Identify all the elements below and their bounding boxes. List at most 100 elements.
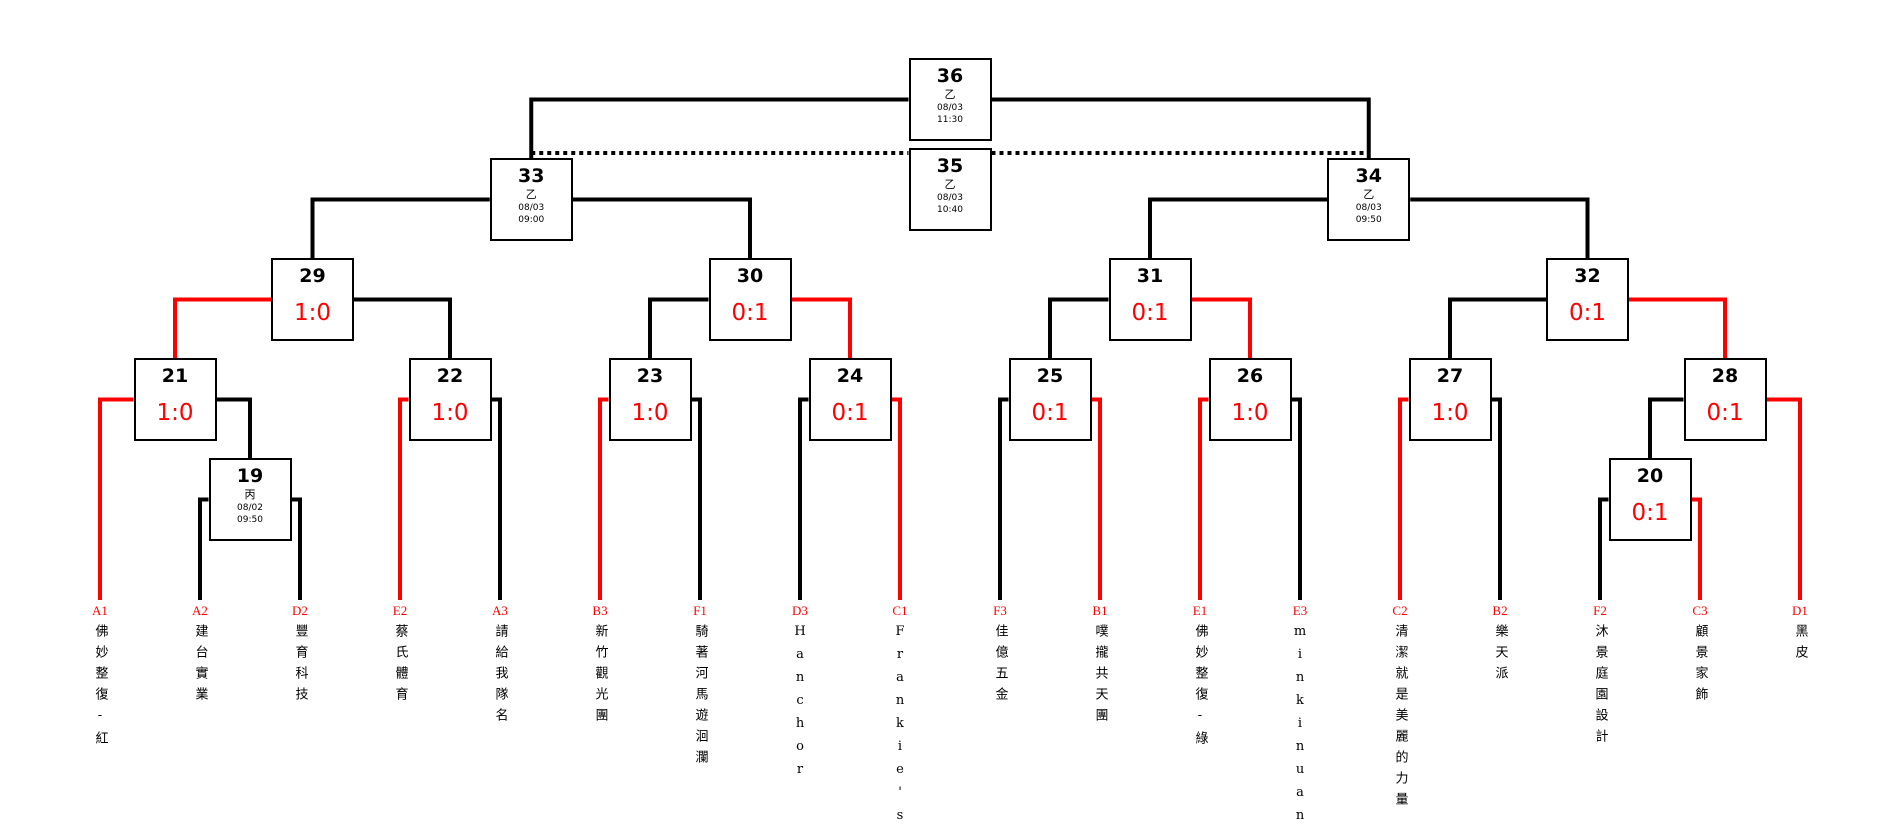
match-time: 11:30 [937,115,963,125]
team-seed-code: F3 [993,603,1007,618]
team-seed-code: E1 [1192,603,1208,618]
team-name: 沐景庭園設計 [1592,624,1608,750]
match-score: 1:0 [1231,400,1269,426]
match-number: 20 [1636,465,1664,487]
match-time: 10:40 [937,205,963,215]
connector-26-left [1198,397,1209,600]
team-entry: E3 minkinuan [1285,600,1315,835]
match-number: 22 [436,365,464,387]
match-box-22[interactable]: 22 1:0 [408,358,492,441]
team-name: 佳億五金 [992,624,1008,708]
team-name: 新竹觀光團 [592,624,608,729]
match-score: 0:1 [1131,300,1169,326]
connector-24-left [798,397,809,600]
match-date: 08/02 [237,503,263,513]
team-entry: B2 樂天派 [1485,600,1515,691]
team-name: 噗攏共天團 [1092,624,1108,729]
team-name: 清潔就是美麗的力量 [1392,624,1408,813]
connector-24-right [891,397,902,600]
match-group: 乙 [1363,188,1375,201]
match-number: 26 [1236,365,1264,387]
team-seed-code: A2 [192,603,208,618]
team-entry: C2 清潔就是美麗的力量 [1385,600,1415,817]
connector-21-right [216,397,252,458]
connector-19-left [198,497,209,600]
connector-25-left [998,397,1009,600]
connector-32-left [1448,297,1546,358]
match-group: 丙 [244,488,256,501]
connector-21-left [98,397,134,600]
match-score: 0:1 [1706,400,1744,426]
match-time: 09:50 [237,515,263,525]
match-number: 34 [1355,165,1382,187]
team-name: 建台實業 [192,624,208,708]
team-name: 蔡氏體育 [392,624,408,708]
connector-34-right [1410,197,1590,258]
connector-31-left [1048,297,1109,358]
team-name: 豐育科技 [292,624,308,708]
team-seed-code: F1 [693,603,707,618]
team-name: minkinuan [1292,624,1308,831]
team-seed-code: E2 [392,603,408,618]
match-score: 1:0 [156,400,194,426]
match-number: 35 [936,155,964,177]
match-score: 1:0 [431,400,469,426]
match-box-28[interactable]: 28 0:1 [1683,358,1767,441]
match-time: 09:00 [518,215,545,225]
team-name: 樂天派 [1492,624,1508,687]
team-entry: A2 建台實業 [185,600,215,712]
match-number: 19 [236,465,264,487]
match-number: 29 [299,265,326,287]
match-box-31[interactable]: 31 0:1 [1108,258,1192,341]
match-date: 08/03 [1355,203,1382,213]
connector-25-right [1091,397,1102,600]
team-seed-code: B2 [1492,603,1508,618]
connector-30-right [791,297,852,358]
connector-22-right [491,397,502,600]
team-name: 騎著河馬遊洄瀾 [692,624,708,771]
team-seed-code: E3 [1292,603,1308,618]
team-seed-code: C2 [1392,603,1408,618]
connector-27-right [1491,397,1502,600]
match-score: 1:0 [631,400,669,426]
match-number: 28 [1711,365,1739,387]
match-number: 23 [636,365,664,387]
match-date: 08/03 [937,193,963,203]
connector-29-left [173,297,271,358]
match-box-26[interactable]: 26 1:0 [1208,358,1292,441]
match-number: 31 [1136,265,1164,287]
match-group: 乙 [944,178,956,191]
connector-29-right [354,297,452,358]
team-entry: E2 蔡氏體育 [385,600,415,712]
match-score: 0:1 [731,300,769,326]
connector-22-left [398,397,409,600]
match-score: 0:1 [1568,300,1606,326]
team-name: Hanchor [792,624,808,785]
match-group: 乙 [525,188,537,201]
team-entry: F1 騎著河馬遊洄瀾 [685,600,715,775]
connector-27-left [1398,397,1409,600]
match-box-23[interactable]: 23 1:0 [608,358,692,441]
team-name: 黑皮 [1792,624,1808,666]
connector-36-right [991,97,1371,158]
